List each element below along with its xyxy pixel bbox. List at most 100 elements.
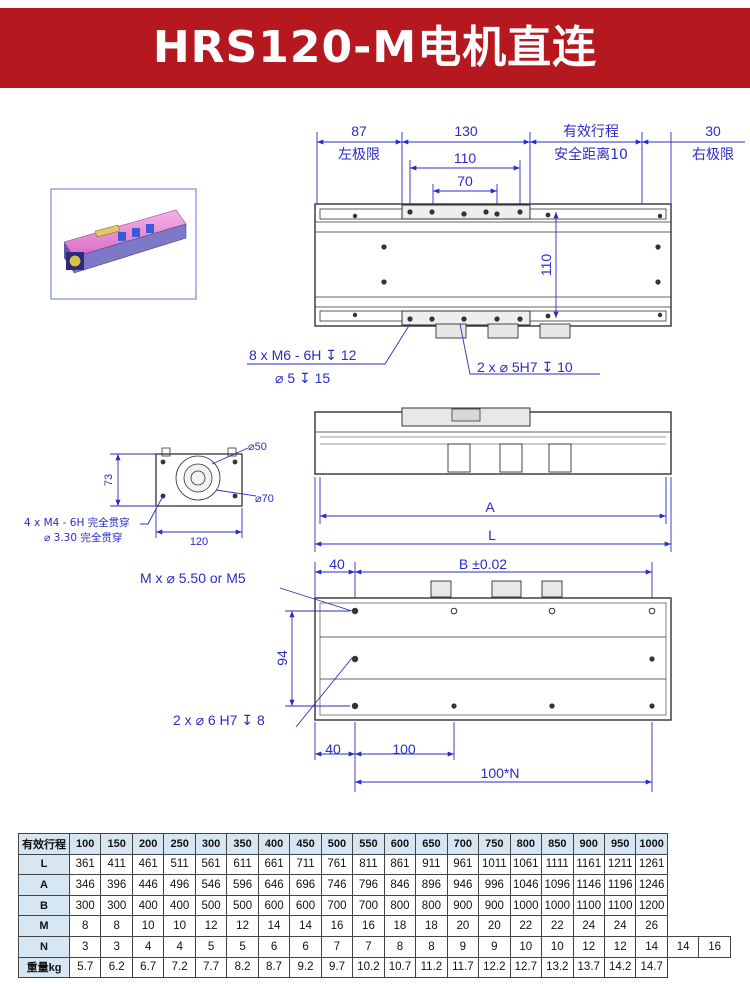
- table-cell: 1200: [635, 894, 668, 917]
- table-cell: 3: [68, 935, 102, 958]
- side-view: [314, 407, 672, 475]
- table-cell: 900: [446, 894, 480, 917]
- dim-a: A: [485, 499, 495, 515]
- table-cell: 511: [163, 853, 196, 876]
- table-cell: 4: [131, 935, 165, 958]
- table-cell: 600: [257, 894, 291, 917]
- table-cell: 746: [320, 874, 354, 896]
- dim-100n: 100*N: [481, 765, 520, 781]
- table-cell: 1211: [603, 853, 637, 876]
- row-label: 重量kg: [18, 956, 70, 979]
- table-cell: 961: [446, 853, 480, 876]
- table-cell: 14: [257, 915, 291, 937]
- table-cell: 1000: [509, 894, 543, 917]
- table-cell: 596: [226, 874, 259, 896]
- table-cell: 546: [194, 874, 228, 896]
- table-cell: 14.2: [603, 956, 637, 979]
- table-cell: 8: [68, 915, 102, 937]
- table-cell: 1161: [572, 853, 605, 876]
- table-cell: 12: [603, 935, 637, 958]
- callout-leaders: [247, 323, 600, 375]
- callout-tapped-holes: 8 x M6 - 6H ↧ 12: [249, 347, 357, 363]
- table-cell: 10.7: [383, 956, 417, 979]
- table-cell: 9.7: [320, 956, 354, 979]
- table-cell: 18: [415, 915, 448, 937]
- table-cell: 7: [320, 935, 354, 958]
- header-bar: [0, 8, 750, 88]
- table-cell: 14: [666, 935, 700, 958]
- table-cell: 500: [194, 894, 228, 917]
- spec-header-cell: 850: [541, 833, 574, 855]
- callout-mount-holes: M x ⌀ 5.50 or M5: [140, 570, 246, 586]
- table-cell: 16: [352, 915, 385, 937]
- callout-pin-holes-bottom: 2 x ⌀ 6 H7 ↧ 8: [173, 712, 265, 728]
- table-cell: 4: [163, 935, 196, 958]
- top-dimension-lines: [316, 132, 745, 318]
- spec-header-cell: 800: [509, 833, 543, 855]
- table-cell: 800: [415, 894, 448, 917]
- spec-header-cell: 900: [572, 833, 605, 855]
- dim-94: 94: [274, 650, 290, 666]
- table-cell: 6.2: [100, 956, 133, 979]
- callout-pin-holes-top: 2 x ⌀ 5H7 ↧ 10: [477, 359, 573, 375]
- spec-header-cell: 100: [68, 833, 102, 855]
- dim-dia-70: ⌀70: [255, 493, 274, 505]
- spec-header-stroke: 有效行程: [18, 833, 70, 855]
- table-cell: 9: [446, 935, 480, 958]
- end-holes-note: 4 x M4 - 6H 完全贯穿: [24, 516, 130, 529]
- table-cell: 18: [383, 915, 417, 937]
- table-cell: 5: [194, 935, 228, 958]
- product-thumbnail: [50, 188, 197, 300]
- table-cell: 26: [635, 915, 668, 937]
- table-cell: 696: [289, 874, 322, 896]
- table-cell: 6: [257, 935, 291, 958]
- table-cell: 22: [509, 915, 543, 937]
- table-cell: 711: [289, 853, 322, 876]
- table-cell: 700: [320, 894, 354, 917]
- table-cell: 10: [541, 935, 574, 958]
- dim-30: 30: [705, 123, 721, 139]
- dim-130: 130: [454, 123, 478, 139]
- table-cell: 1100: [572, 894, 605, 917]
- table-cell: 8.2: [226, 956, 259, 979]
- dim-b-tolerance: B ±0.02: [459, 556, 507, 572]
- technical-drawing: 87 左极限 130 110 70 有效行程 安全距离10 30 右极限 110…: [24, 123, 745, 792]
- row-label: A: [18, 874, 70, 896]
- table-cell: 7.2: [163, 956, 196, 979]
- bottom-view-holes: [351, 607, 655, 710]
- callout-tapped-depth: ⌀ 5 ↧ 15: [275, 370, 330, 386]
- spec-header-cell: 450: [289, 833, 322, 855]
- table-cell: 10: [509, 935, 543, 958]
- table-cell: 13.2: [541, 956, 574, 979]
- table-cell: 7.7: [194, 956, 228, 979]
- dim-dia-50: ⌀50: [248, 441, 267, 453]
- table-cell: 411: [100, 853, 133, 876]
- table-cell: 5.7: [68, 956, 102, 979]
- dim-110-vertical: 110: [538, 254, 554, 277]
- spec-header-cell: 950: [603, 833, 637, 855]
- table-cell: 396: [100, 874, 133, 896]
- end-view: [155, 447, 243, 507]
- spec-header-cell: 200: [131, 833, 165, 855]
- table-cell: 400: [163, 894, 196, 917]
- table-cell: 1146: [572, 874, 605, 896]
- spec-header-cell: 500: [320, 833, 354, 855]
- table-cell: 900: [478, 894, 511, 917]
- table-cell: 996: [478, 874, 511, 896]
- spec-header-cell: 1000: [635, 833, 668, 855]
- table-cell: 13.7: [572, 956, 605, 979]
- spec-header-cell: 300: [194, 833, 228, 855]
- table-cell: 10.2: [352, 956, 385, 979]
- table-cell: 12.7: [509, 956, 543, 979]
- table-cell: 16: [698, 935, 731, 958]
- table-cell: 8: [100, 915, 133, 937]
- spec-header-cell: 650: [415, 833, 448, 855]
- table-cell: 500: [226, 894, 259, 917]
- dim-110-horizontal: 110: [454, 150, 477, 166]
- table-cell: 1246: [635, 874, 668, 896]
